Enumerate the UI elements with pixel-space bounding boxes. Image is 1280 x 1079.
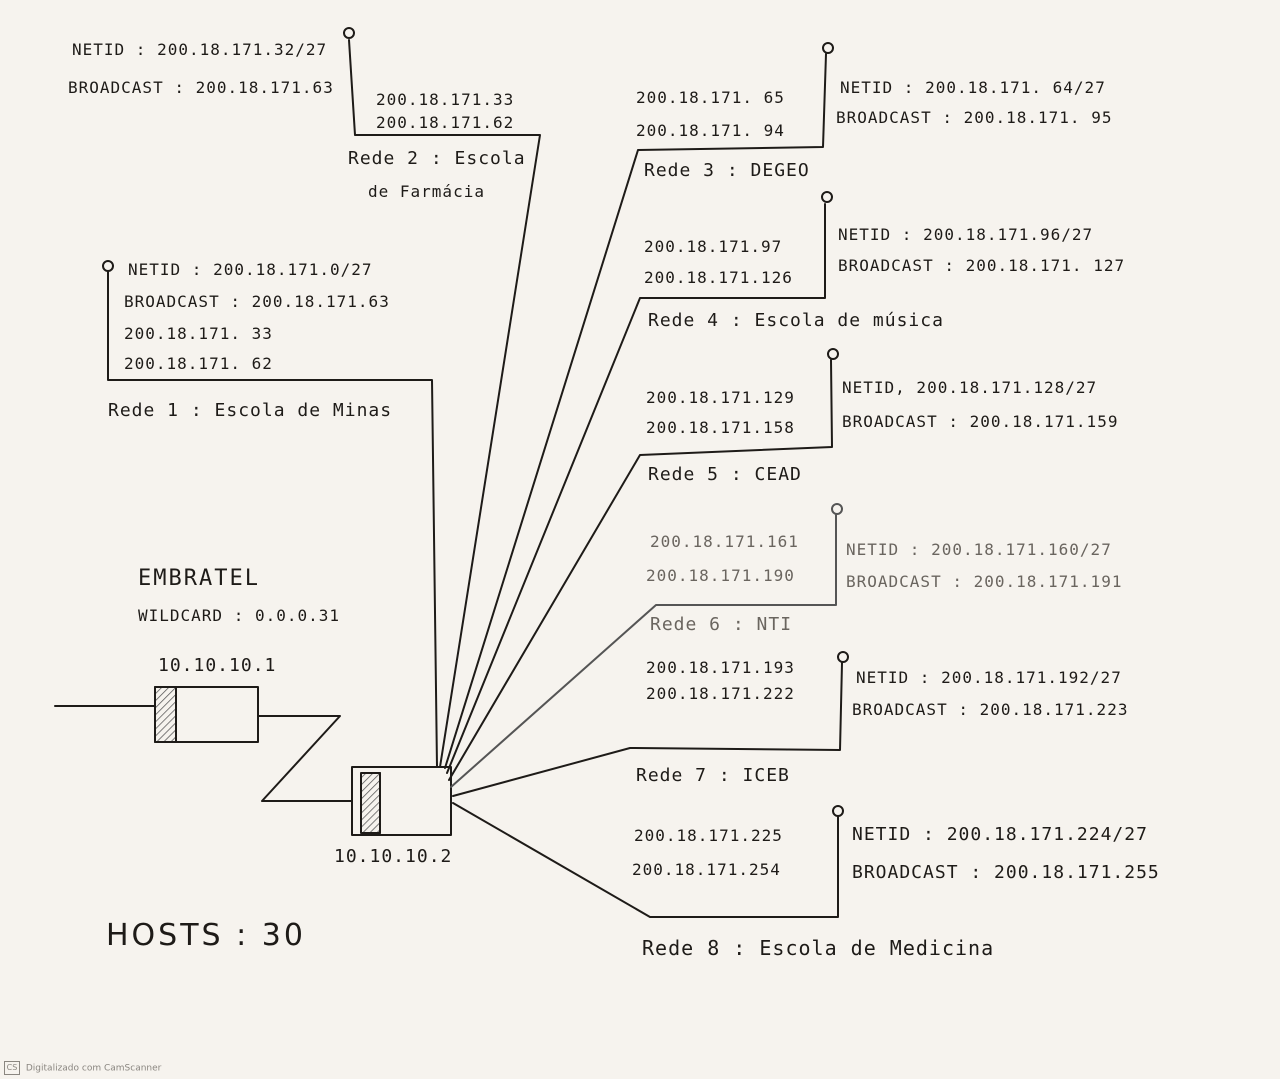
rede2-broadcast: BROADCAST : 200.18.171.63 bbox=[68, 78, 334, 97]
rede2-label-line1: Rede 2 : Escola bbox=[348, 148, 526, 169]
rede2-host-first: 200.18.171.33 bbox=[376, 90, 515, 109]
rede7-broadcast: BROADCAST : 200.18.171.223 bbox=[852, 700, 1129, 719]
camscanner-logo: CS bbox=[4, 1061, 20, 1075]
rede3-host-first: 200.18.171. 65 bbox=[636, 88, 785, 107]
rede5-broadcast: BROADCAST : 200.18.171.159 bbox=[842, 412, 1119, 431]
rede3-antenna bbox=[822, 42, 834, 54]
rede7-label: Rede 7 : ICEB bbox=[636, 765, 790, 786]
scanner-footer-text: Digitalizado com CamScanner bbox=[25, 1063, 162, 1074]
rede4-antenna bbox=[821, 191, 833, 203]
rede4-host-first: 200.18.171.97 bbox=[644, 237, 783, 256]
rede6-netid: NETID : 200.18.171.160/27 bbox=[846, 540, 1112, 559]
rede7-netid: NETID : 200.18.171.192/27 bbox=[856, 668, 1122, 687]
rede8-bracket bbox=[452, 802, 839, 918]
rede5-antenna bbox=[827, 348, 839, 360]
serial-link bbox=[257, 715, 353, 802]
rede6-host-last: 200.18.171.190 bbox=[646, 566, 795, 585]
rede8-netid: NETID : 200.18.171.224/27 bbox=[852, 824, 1148, 845]
embratel-router-port bbox=[154, 686, 177, 743]
rede6-antenna bbox=[831, 503, 843, 515]
rede6-host-first: 200.18.171.161 bbox=[650, 532, 799, 551]
rede1-broadcast: BROADCAST : 200.18.171.63 bbox=[124, 292, 390, 311]
rede7-antenna bbox=[837, 651, 849, 663]
rede6-bracket bbox=[450, 514, 837, 788]
rede6-broadcast: BROADCAST : 200.18.171.191 bbox=[846, 572, 1123, 591]
rede1-host-last: 200.18.171. 62 bbox=[124, 354, 273, 373]
rede8-antenna bbox=[832, 805, 844, 817]
rede6-label: Rede 6 : NTI bbox=[650, 614, 793, 635]
local-router-ip: 10.10.10.2 bbox=[334, 846, 453, 867]
rede4-host-last: 200.18.171.126 bbox=[644, 268, 793, 287]
rede4-bracket bbox=[446, 203, 826, 774]
rede8-broadcast: BROADCAST : 200.18.171.255 bbox=[852, 862, 1160, 883]
rede2-antenna bbox=[343, 27, 355, 39]
rede3-label: Rede 3 : DEGEO bbox=[644, 160, 810, 181]
rede8-label: Rede 8 : Escola de Medicina bbox=[642, 936, 995, 960]
embratel-title: EMBRATEL bbox=[138, 566, 260, 591]
rede8-host-last: 200.18.171.254 bbox=[632, 860, 781, 879]
rede3-bracket bbox=[444, 53, 827, 769]
rede1-netid: NETID : 200.18.171.0/27 bbox=[128, 260, 373, 279]
rede1-label: Rede 1 : Escola de Minas bbox=[108, 400, 393, 421]
rede5-bracket bbox=[448, 359, 833, 781]
rede2-label-line2: de Farmácia bbox=[368, 182, 485, 201]
rede1-host-first: 200.18.171. 33 bbox=[124, 324, 273, 343]
rede7-host-last: 200.18.171.222 bbox=[646, 684, 795, 703]
rede1-bracket bbox=[107, 271, 438, 768]
rede5-host-first: 200.18.171.129 bbox=[646, 388, 795, 407]
rede8-host-first: 200.18.171.225 bbox=[634, 826, 783, 845]
rede3-netid: NETID : 200.18.171. 64/27 bbox=[840, 78, 1106, 97]
rede3-host-last: 200.18.171. 94 bbox=[636, 121, 785, 140]
rede2-bracket bbox=[348, 39, 541, 768]
rede4-label: Rede 4 : Escola de música bbox=[648, 310, 944, 331]
local-router-port bbox=[360, 772, 381, 834]
rede3-broadcast: BROADCAST : 200.18.171. 95 bbox=[836, 108, 1113, 127]
embratel-wildcard: WILDCARD : 0.0.0.31 bbox=[138, 606, 341, 625]
embratel-router-ip: 10.10.10.1 bbox=[158, 655, 277, 676]
hosts-count: HOSTS : 30 bbox=[106, 918, 306, 953]
rede5-host-last: 200.18.171.158 bbox=[646, 418, 795, 437]
rede7-bracket bbox=[452, 662, 843, 797]
rede4-broadcast: BROADCAST : 200.18.171. 127 bbox=[838, 256, 1126, 275]
rede5-netid: NETID, 200.18.171.128/27 bbox=[842, 378, 1098, 397]
rede4-netid: NETID : 200.18.171.96/27 bbox=[838, 225, 1094, 244]
scanner-footer: CS Digitalizado com CamScanner bbox=[4, 1061, 161, 1075]
rede2-host-last: 200.18.171.62 bbox=[376, 113, 515, 132]
rede7-host-first: 200.18.171.193 bbox=[646, 658, 795, 677]
rede1-antenna bbox=[102, 260, 114, 272]
rede2-netid: NETID : 200.18.171.32/27 bbox=[72, 40, 328, 59]
rede5-label: Rede 5 : CEAD bbox=[648, 464, 802, 485]
